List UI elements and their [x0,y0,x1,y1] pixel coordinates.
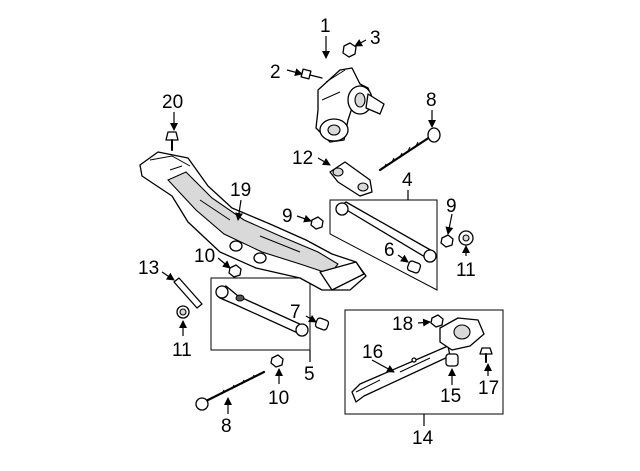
callout-18: 18 [392,314,413,335]
callout-20: 20 [162,92,183,113]
callout-15: 15 [440,386,461,407]
part-15-bushing [445,353,459,367]
part-5-arm [215,285,309,337]
callout-9-left: 9 [282,206,293,227]
part-8-long-bolt-lower [195,370,266,411]
callout-10-upper: 10 [194,246,215,267]
part-11-bushing-right [458,230,474,246]
callout-11-right: 11 [456,260,476,281]
part-6-bushing [406,260,422,274]
callout-17: 17 [478,378,499,399]
callout-labels: 1 2 3 8 20 12 19 4 9 9 6 11 10 13 11 7 5… [138,16,499,449]
callout-1: 1 [320,16,331,37]
callout-19: 19 [230,180,251,201]
part-11-bushing-left [176,305,190,319]
group-box-5 [210,277,311,351]
part-3-nut [342,42,357,58]
callout-2: 2 [270,62,281,83]
callout-14: 14 [412,428,434,449]
callout-9-right: 9 [446,196,457,217]
part-13-link [173,277,203,309]
callout-12: 12 [292,148,313,169]
callout-11-left: 11 [172,340,192,361]
callout-16: 16 [362,342,383,363]
part-2-bolt [300,68,323,80]
callout-10-lower: 10 [268,388,289,409]
part-12-link [329,161,373,197]
part-17-bolt [479,347,493,363]
callout-8-lower: 8 [221,416,232,437]
part-20-bolt [165,131,179,151]
callout-5: 5 [304,364,315,385]
callout-13: 13 [138,258,159,279]
part-18-nut [430,314,444,328]
leader-lines [161,36,492,426]
callout-4: 4 [402,170,413,191]
callout-6: 6 [384,240,395,261]
part-8-long-bolt-upper [378,127,441,172]
part-9-nut-left [310,216,324,230]
part-19-crossmember [139,151,367,291]
part-10-nut-lower [270,354,284,368]
callout-7: 7 [290,302,301,323]
part-4-arm [335,201,437,263]
part-1-knuckle [315,67,385,143]
part-10-nut-upper [228,264,242,278]
part-7-bushing [314,317,330,331]
group-box-4 [329,199,438,291]
callout-3: 3 [370,28,381,49]
part-9-nut-right [440,234,454,248]
callout-8-upper: 8 [426,90,437,111]
